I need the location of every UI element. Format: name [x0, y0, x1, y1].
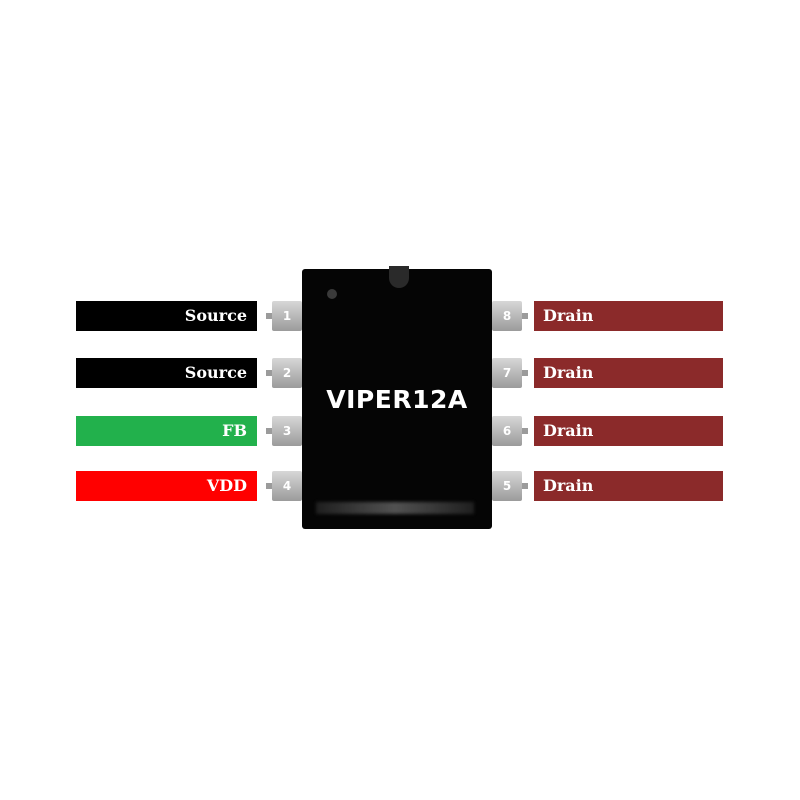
- pin-8: 8: [492, 301, 528, 331]
- pin1-indicator-dot: [327, 289, 337, 299]
- pin-4-label: VDD: [76, 471, 257, 501]
- pin-2: 2: [266, 358, 302, 388]
- pin-5: 5: [492, 471, 528, 501]
- pin-3-label: FB: [76, 416, 257, 446]
- chip-notch: [389, 266, 409, 288]
- pin-1-label: Source: [76, 301, 257, 331]
- chip-blurred-marking: [316, 502, 474, 514]
- pin-2-label: Source: [76, 358, 257, 388]
- pin-3: 3: [266, 416, 302, 446]
- pin-8-label: Drain: [534, 301, 723, 331]
- chip-part-number: VIPER12A: [326, 385, 468, 414]
- pin-6: 6: [492, 416, 528, 446]
- pin-5-label: Drain: [534, 471, 723, 501]
- pin-4: 4: [266, 471, 302, 501]
- pin-6-label: Drain: [534, 416, 723, 446]
- pin-7-label: Drain: [534, 358, 723, 388]
- pin-7: 7: [492, 358, 528, 388]
- ic-chip-body: [302, 269, 492, 529]
- pin-1: 1: [266, 301, 302, 331]
